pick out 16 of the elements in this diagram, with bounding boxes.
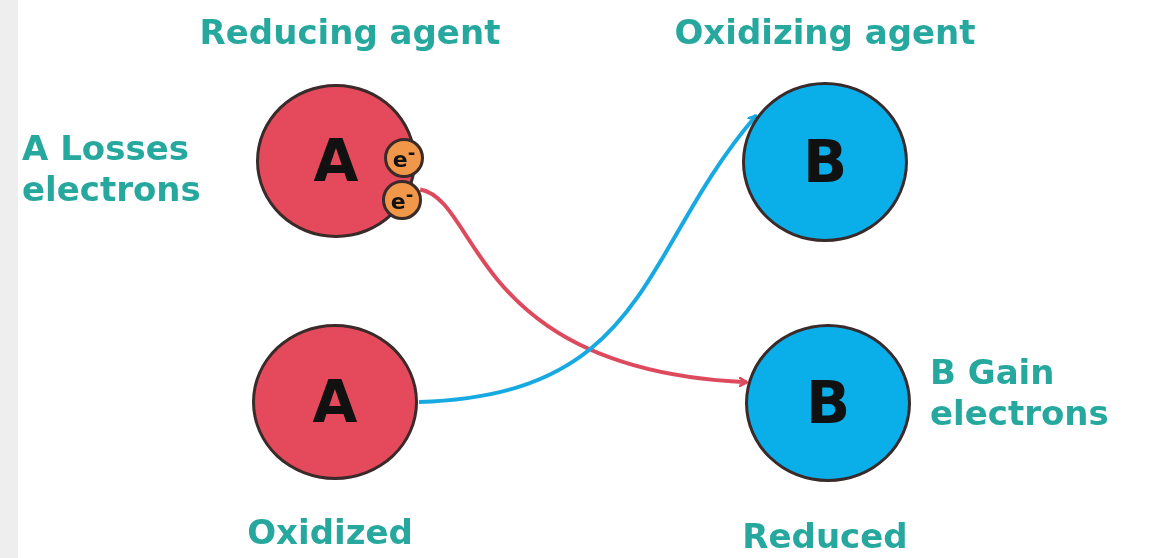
arrow [419,187,749,387]
caption-text: B Gain electrons [930,352,1110,435]
atom-letter: B [805,374,851,432]
electron-circle [384,138,424,178]
caption-text: A Losses electrons [22,128,202,211]
arrow [418,114,758,404]
electron-symbol: e$^{-}$ [390,186,414,214]
caption-text: Oxidizing agent [673,12,977,54]
atom-letter: A [313,132,359,190]
caption-text: Oxidized [246,512,414,554]
electron-circle [382,180,422,220]
electron-symbol: e$^{-}$ [392,144,416,172]
caption-text: Reducing agent [198,12,502,54]
atom-letter: B [802,133,848,191]
atom-letter: A [312,373,358,431]
caption-text: Reduced [741,516,909,558]
